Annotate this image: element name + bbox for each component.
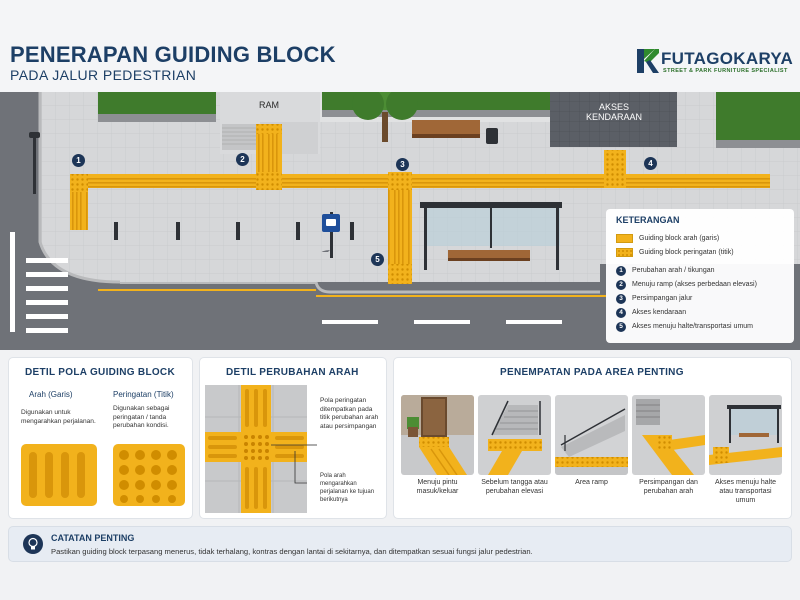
- thumb-tangga: [478, 395, 551, 475]
- arah-note-arah: Pola arah mengarahkan perjalanan ke tuju…: [320, 473, 375, 503]
- caption-pintu: Menuju pintu masuk/keluar: [416, 479, 459, 495]
- panel-perubahan-arah: DETIL PERUBAHAN ARAH Pola peringatan dit…: [199, 357, 387, 519]
- important-note: CATATAN PENTING Pastikan guiding block t…: [8, 526, 792, 562]
- logo-mark-icon: [637, 49, 659, 73]
- logo-tagline: STREET & PARK FURNITURE SPECIALIST: [663, 68, 788, 74]
- scene-label-akses: AKSES: [598, 102, 629, 112]
- legend-swatch-peringatan: Guiding block peringatan (titik): [616, 246, 784, 259]
- caption-persimpangan: Persimpangan dan perubahan arah: [639, 479, 698, 495]
- thumb-halte: [709, 395, 782, 475]
- scene-marker-2: 2: [236, 153, 249, 166]
- brand-logo: FUTAGOKARYA STREET & PARK FURNITURE SPEC…: [637, 47, 797, 79]
- legend-item-1: 1 Perubahan arah / tikungan: [616, 264, 784, 277]
- scene-marker-3: 3: [396, 158, 409, 171]
- panel-pola-title: DETIL POLA GUIDING BLOCK: [25, 367, 175, 378]
- legend-item-5: 5 Akses menuju halte/transportasi umum: [616, 320, 784, 333]
- pola-arah-title: Arah (Garis): [29, 390, 73, 399]
- pola-peringatan-title: Peringatan (Titik): [113, 390, 174, 399]
- caption-ramp: Area ramp: [575, 479, 608, 486]
- guide-line-tile-icon: [21, 444, 97, 506]
- thumb-pintu: [401, 395, 474, 475]
- note-title: CATATAN PENTING: [51, 533, 135, 543]
- scene-marker-1: 1: [72, 154, 85, 167]
- legend-title: KETERANGAN: [616, 215, 680, 225]
- scene-marker-5: 5: [371, 253, 384, 266]
- legend: KETERANGAN Guiding block arah (garis) Gu…: [606, 209, 794, 343]
- guide-dot-swatch-icon: [616, 248, 633, 257]
- page-subtitle: PADA JALUR PEDESTRIAN: [10, 67, 197, 83]
- lightbulb-icon: [23, 534, 43, 554]
- guide-line-swatch-icon: [616, 234, 633, 243]
- caption-tangga: Sebelum tangga atau perubahan elevasi: [481, 479, 548, 495]
- legend-item-4: 4 Akses kendaraan: [616, 306, 784, 319]
- note-text: Pastikan guiding block terpasang menerus…: [51, 547, 533, 556]
- arah-note-peringatan: Pola peringatan ditempatkan pada titik p…: [320, 397, 379, 430]
- legend-swatch-arah: Guiding block arah (garis): [616, 232, 784, 245]
- scene-label-kendaraan: KENDARAAN: [585, 112, 642, 122]
- logo-text: FUTAGOKARYA: [661, 49, 794, 68]
- legend-item-3: 3 Persimpangan jalur: [616, 292, 784, 305]
- callout-lines: [307, 444, 317, 446]
- pola-peringatan-desc: Digunakan sebagai peringatan / tanda per…: [113, 405, 170, 429]
- page-title: PENERAPAN GUIDING BLOCK: [10, 42, 336, 67]
- guide-dot-tile-icon: [113, 444, 185, 506]
- panel-arah-title: DETIL PERUBAHAN ARAH: [226, 367, 359, 378]
- caption-halte: Akses menuju halte atau transportasi umu…: [714, 479, 777, 504]
- legend-item-2: 2 Menuju ramp (akses perbedaan elevasi): [616, 278, 784, 291]
- thumb-persimpangan: [632, 395, 705, 475]
- scene-marker-4: 4: [644, 157, 657, 170]
- pola-arah-desc: Digunakan untuk mengarahkan perjalanan.: [21, 409, 96, 425]
- scene-label-ram: RAM: [259, 100, 279, 110]
- intersection-detail-illustration: [205, 385, 307, 513]
- header: PENERAPAN GUIDING BLOCK PADA JALUR PEDES…: [0, 0, 800, 92]
- panel-pola: DETIL POLA GUIDING BLOCK Arah (Garis) Di…: [8, 357, 193, 519]
- thumb-ramp: [555, 395, 628, 475]
- panel-penempatan-title: PENEMPATAN PADA AREA PENTING: [500, 367, 684, 378]
